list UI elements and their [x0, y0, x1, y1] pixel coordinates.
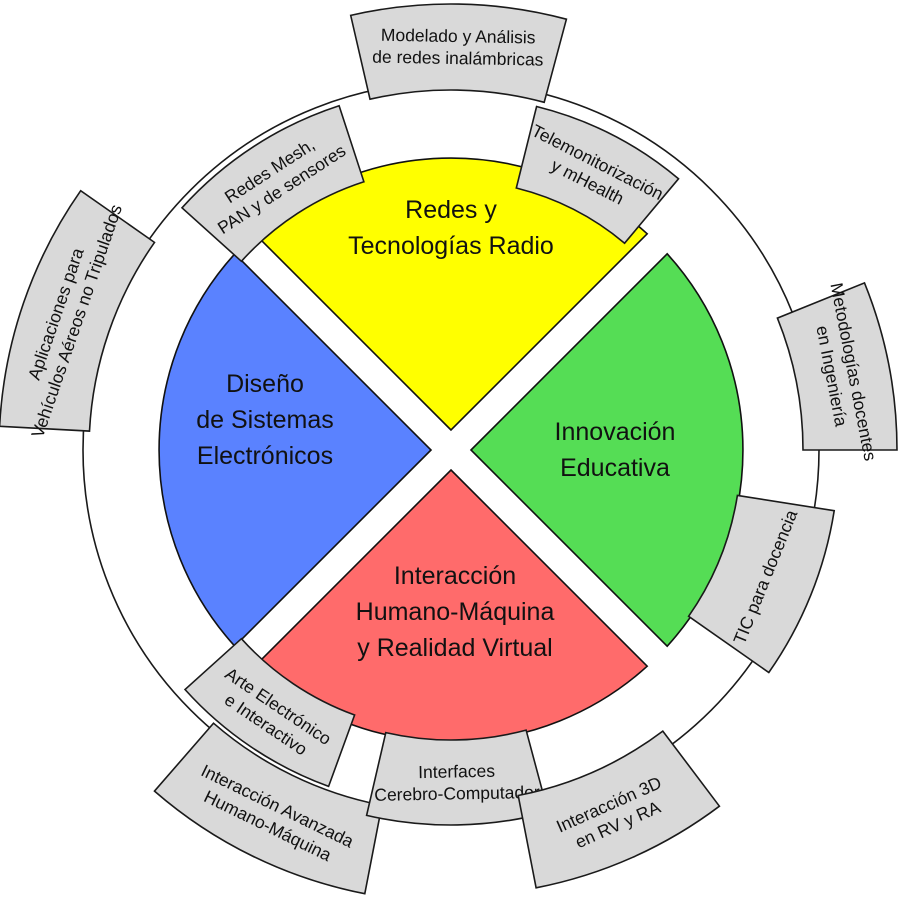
tile-aplicaciones-vehiculos-aereos: Aplicaciones paraVehículos Aéreos no Tri…: [0, 189, 156, 440]
segment-redes-y-tecnologias-radio-label-line: Tecnologías Radio: [348, 232, 554, 260]
segment-diseno-sistemas-electronicos-label-line: de Sistemas: [196, 406, 334, 434]
tile-modelado-analisis-redes-shape: [349, 3, 568, 104]
tile-modelado-analisis-redes-label-line: Modelado y Análisis: [381, 25, 536, 48]
segment-innovacion-educativa-label-line: Innovación: [555, 418, 676, 446]
tile-interfaces-cerebro-computador-label-line: Interfaces: [418, 761, 495, 782]
tile-modelado-analisis-redes: Modelado y Análisisde redes inalámbricas: [349, 3, 568, 104]
tile-metodologias-docentes-shape: [776, 281, 898, 451]
tile-arte-electronico: Arte Electrónicoe Interactivo: [183, 637, 356, 788]
tile-interfaces-cerebro-computador-label-line: Cerebro-Computador: [374, 782, 540, 805]
tile-interaccion-avanzada-shape: [153, 722, 383, 895]
segment-diseno-sistemas-electronicos-label-line: Diseño: [226, 370, 304, 398]
tile-interaccion-avanzada: Interacción AvanzadaHumano-Máquina: [153, 722, 383, 895]
tile-aplicaciones-vehiculos-aereos-shape: [0, 189, 156, 432]
segment-diseno-sistemas-electronicos: [158, 252, 433, 648]
tile-interfaces-cerebro-computador: InterfacesCerebro-Computador: [365, 729, 550, 826]
tile-tic-para-docencia-shape: [687, 494, 836, 674]
segment-redes-y-tecnologias-radio-label: Redes y Tecnologías Radio: [348, 196, 554, 260]
segment-interaccion-humano-maquina-label-line: Humano-Máquina: [356, 598, 555, 626]
tile-telemonitorizacion: Telemonitorizacióny mHealth: [515, 105, 680, 245]
tile-metodologias-docentes: Metodologías docentesen Ingeniería: [776, 281, 898, 463]
tile-tic-para-docencia: TIC para docencia: [687, 494, 836, 674]
tile-arte-electronico-shape: [183, 637, 356, 788]
tile-interfaces-cerebro-computador-shape: [365, 729, 550, 826]
tile-modelado-analisis-redes-label: Modelado y Análisisde redes inalámbricas: [372, 25, 544, 70]
tile-interaccion-3d: Interacción 3Den RV y RA: [517, 729, 721, 889]
segment-innovacion-educativa-label-line: Educativa: [560, 454, 670, 482]
segment-interaccion-humano-maquina-label-line: Interacción: [394, 562, 516, 590]
tile-redes-mesh-shape: [180, 104, 365, 263]
segment-interaccion-humano-maquina-label-line: y Realidad Virtual: [357, 634, 552, 662]
tile-telemonitorizacion-shape: [515, 105, 680, 245]
tile-interaccion-3d-shape: [517, 729, 721, 889]
segment-redes-y-tecnologias-radio-label-line: Redes y: [405, 196, 497, 224]
tile-modelado-analisis-redes-label-line: de redes inalámbricas: [372, 47, 544, 70]
tiles-group: Aplicaciones paraVehículos Aéreos no Tri…: [0, 3, 898, 895]
tile-redes-mesh: Redes Mesh,PAN y de sensores: [180, 104, 365, 263]
tile-interfaces-cerebro-computador-label: InterfacesCerebro-Computador: [374, 760, 540, 805]
segment-diseno-sistemas-electronicos-label-line: Electrónicos: [197, 442, 333, 470]
